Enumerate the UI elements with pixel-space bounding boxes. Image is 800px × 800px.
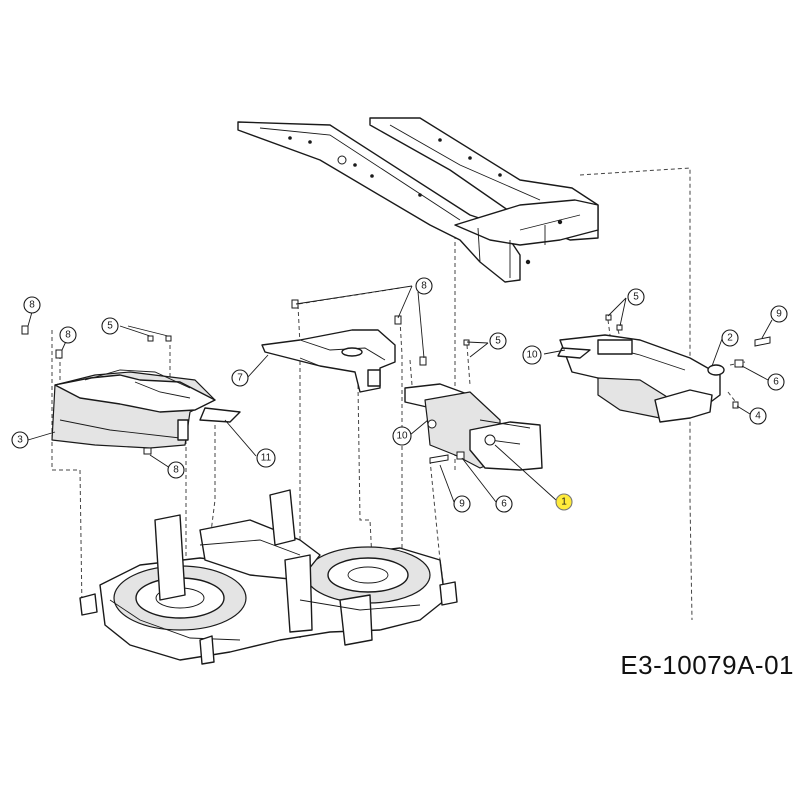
callout-8: 8 <box>59 326 77 344</box>
drawing-code-label: E3-10079A-01 <box>620 650 794 680</box>
deck-top-cover <box>261 329 396 393</box>
screw-icon <box>165 335 172 342</box>
callout-11: 11 <box>256 448 276 468</box>
nut-icon <box>143 447 152 455</box>
svg-text:3: 3 <box>17 435 23 446</box>
callout-3: 3 <box>11 431 29 449</box>
callout-7: 7 <box>231 369 249 387</box>
bolt-icon <box>429 454 449 464</box>
right-discharge-chute <box>557 334 725 423</box>
callout-2: 2 <box>721 329 739 347</box>
svg-text:5: 5 <box>633 292 639 303</box>
nut-icon <box>456 451 465 460</box>
tractor-frame <box>237 117 599 283</box>
fasteners <box>21 299 771 464</box>
screw-icon <box>732 401 739 409</box>
svg-text:6: 6 <box>501 499 507 510</box>
leader-lines <box>27 285 773 503</box>
nut-icon <box>734 359 744 368</box>
bolt-icon <box>394 315 402 325</box>
callout-6: 6 <box>767 373 785 391</box>
bolt-icon <box>55 349 63 359</box>
screw-icon <box>616 324 623 331</box>
callout-5: 5 <box>489 332 507 350</box>
svg-text:6: 6 <box>773 377 779 388</box>
callouts: 8 8 5 3 8 11 8 7 5 10 9 6 1 5 10 2 9 6 4 <box>11 277 788 513</box>
callout-9: 9 <box>770 305 788 323</box>
svg-text:5: 5 <box>495 336 501 347</box>
callout-6: 6 <box>495 495 513 513</box>
svg-text:5: 5 <box>107 321 113 332</box>
callout-10: 10 <box>522 345 542 365</box>
svg-text:8: 8 <box>421 281 427 292</box>
svg-text:8: 8 <box>173 465 179 476</box>
callout-8: 8 <box>23 296 41 314</box>
svg-text:9: 9 <box>459 499 465 510</box>
svg-text:11: 11 <box>261 453 272 464</box>
screw-icon <box>147 335 154 342</box>
svg-text:8: 8 <box>65 330 71 341</box>
callout-5: 5 <box>627 288 645 306</box>
svg-text:1: 1 <box>561 497 567 508</box>
svg-text:7: 7 <box>237 373 243 384</box>
mower-deck <box>79 489 458 665</box>
svg-text:8: 8 <box>29 300 35 311</box>
callout-8: 8 <box>415 277 433 295</box>
callout-4: 4 <box>749 407 767 425</box>
callout-9: 9 <box>453 495 471 513</box>
left-deflector-cover <box>51 369 241 449</box>
callout-1-highlighted: 1 <box>555 493 573 511</box>
callout-10: 10 <box>392 426 412 446</box>
centre-chute-bracket <box>404 383 543 471</box>
callout-8: 8 <box>167 461 185 479</box>
svg-text:10: 10 <box>396 431 408 442</box>
callout-5: 5 <box>101 317 119 335</box>
svg-text:9: 9 <box>776 309 782 320</box>
svg-text:4: 4 <box>755 411 761 422</box>
svg-text:2: 2 <box>727 333 733 344</box>
bolt-icon <box>21 325 29 335</box>
bolt-icon <box>419 356 427 366</box>
svg-text:10: 10 <box>526 350 538 361</box>
bolt-icon <box>754 336 771 347</box>
